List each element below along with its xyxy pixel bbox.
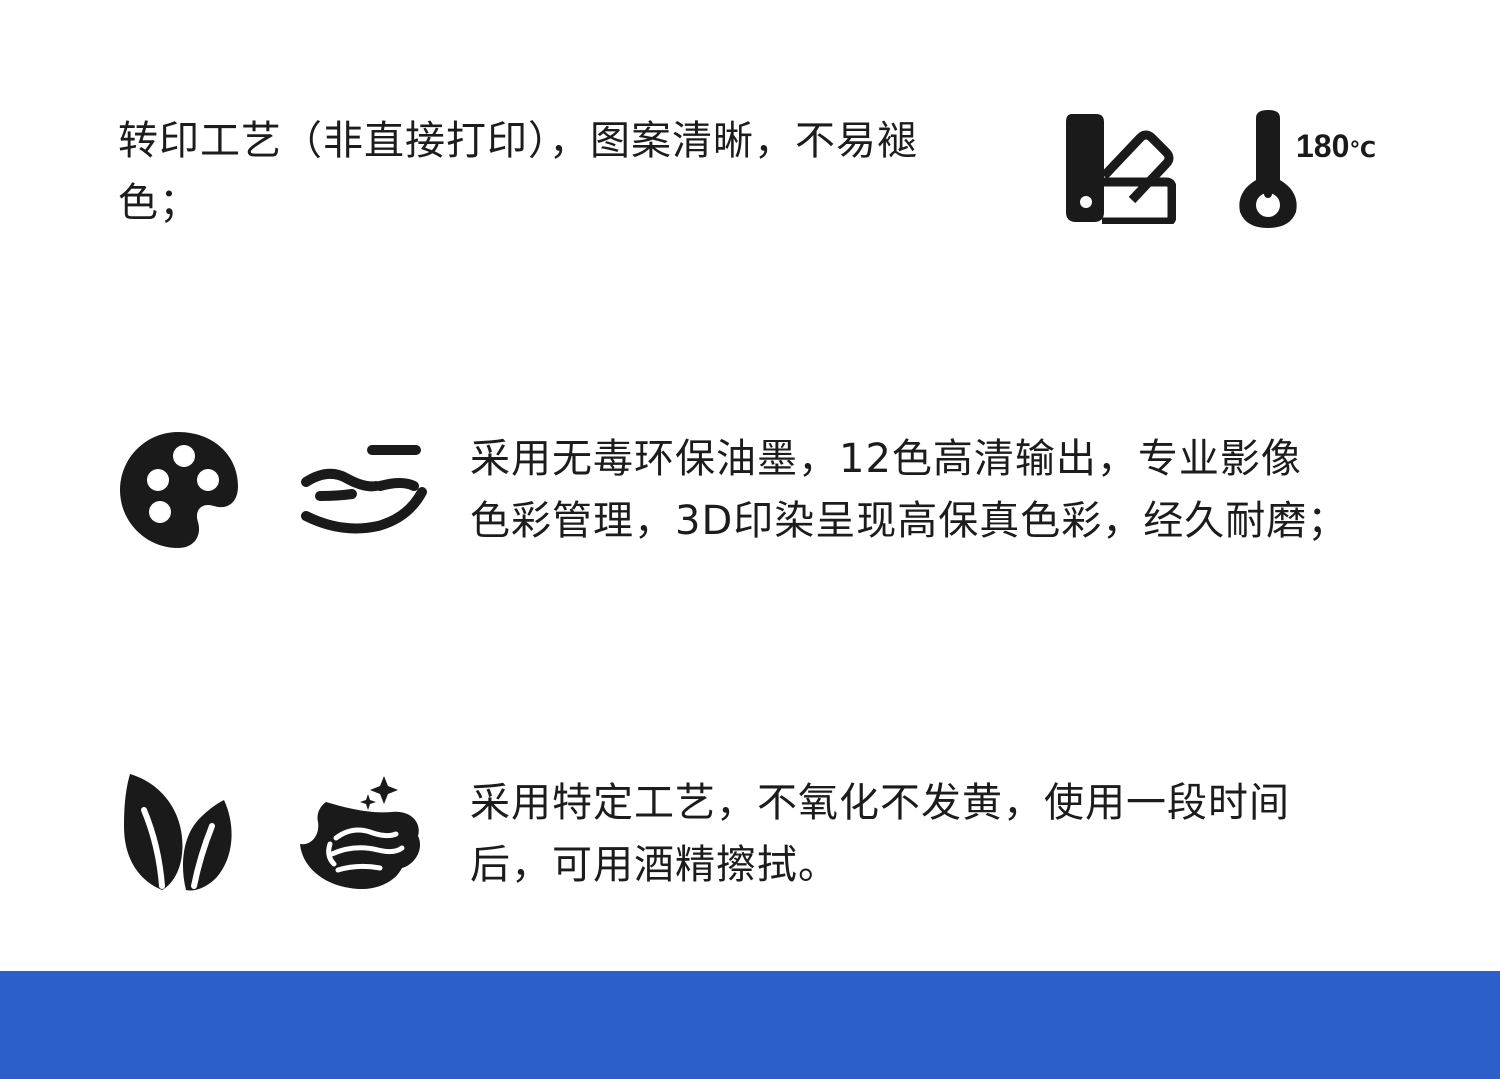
feature-line: 转印工艺（非直接打印），图案清晰，不易褪 <box>118 118 918 164</box>
feature-line: 后，可用酒精擦拭。 <box>470 842 839 888</box>
color-swatch-icon <box>1066 114 1176 224</box>
feature-line: 采用无毒环保油墨，12色高清输出，专业影像 <box>470 436 1302 482</box>
leaf-icon <box>124 774 232 891</box>
feature-text-ink: 采用无毒环保油墨，12色高清输出，专业影像 色彩管理，3D印染呈现高保真色彩，经… <box>470 428 1348 552</box>
hand-care-icon <box>301 445 427 534</box>
temperature-value: 180 <box>1296 128 1350 164</box>
footer-band <box>0 971 1500 1079</box>
feature-line: 采用特定工艺，不氧化不发黄，使用一段时间 <box>470 780 1290 826</box>
temperature-label: 180℃ <box>1296 128 1376 165</box>
temperature-unit: ℃ <box>1349 137 1377 162</box>
palette-icon <box>120 432 238 548</box>
wipe-clean-icon <box>300 776 421 890</box>
feature-line: 色； <box>118 180 200 226</box>
thermometer-icon <box>1239 110 1297 228</box>
feature-text-durable: 采用特定工艺，不氧化不发黄，使用一段时间 后，可用酒精擦拭。 <box>470 772 1290 896</box>
feature-text-transfer: 转印工艺（非直接打印），图案清晰，不易褪 色； <box>118 110 918 234</box>
feature-line: 色彩管理，3D印染呈现高保真色彩，经久耐磨； <box>470 498 1349 544</box>
